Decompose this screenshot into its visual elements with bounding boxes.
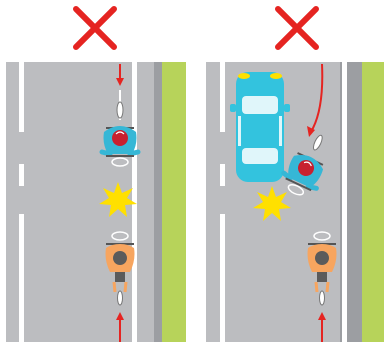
- scene-left-illustration: [6, 0, 186, 342]
- lane-marking: [220, 62, 225, 132]
- grass-verge: [162, 62, 186, 342]
- lane-marking: [220, 214, 225, 342]
- car-icon: [230, 72, 290, 182]
- x-mark-icon: [76, 9, 114, 47]
- grass-verge: [362, 62, 384, 342]
- scene-right-illustration: [206, 0, 384, 342]
- lane-marking: [220, 164, 225, 186]
- road-edge: [154, 62, 162, 342]
- x-mark-icon: [278, 9, 316, 47]
- lane-marking: [19, 164, 24, 186]
- lane-marking: [19, 214, 24, 342]
- lane-marking: [19, 62, 24, 132]
- scene-left: [6, 0, 186, 342]
- scene-right: [206, 0, 384, 342]
- edge-line: [342, 62, 347, 342]
